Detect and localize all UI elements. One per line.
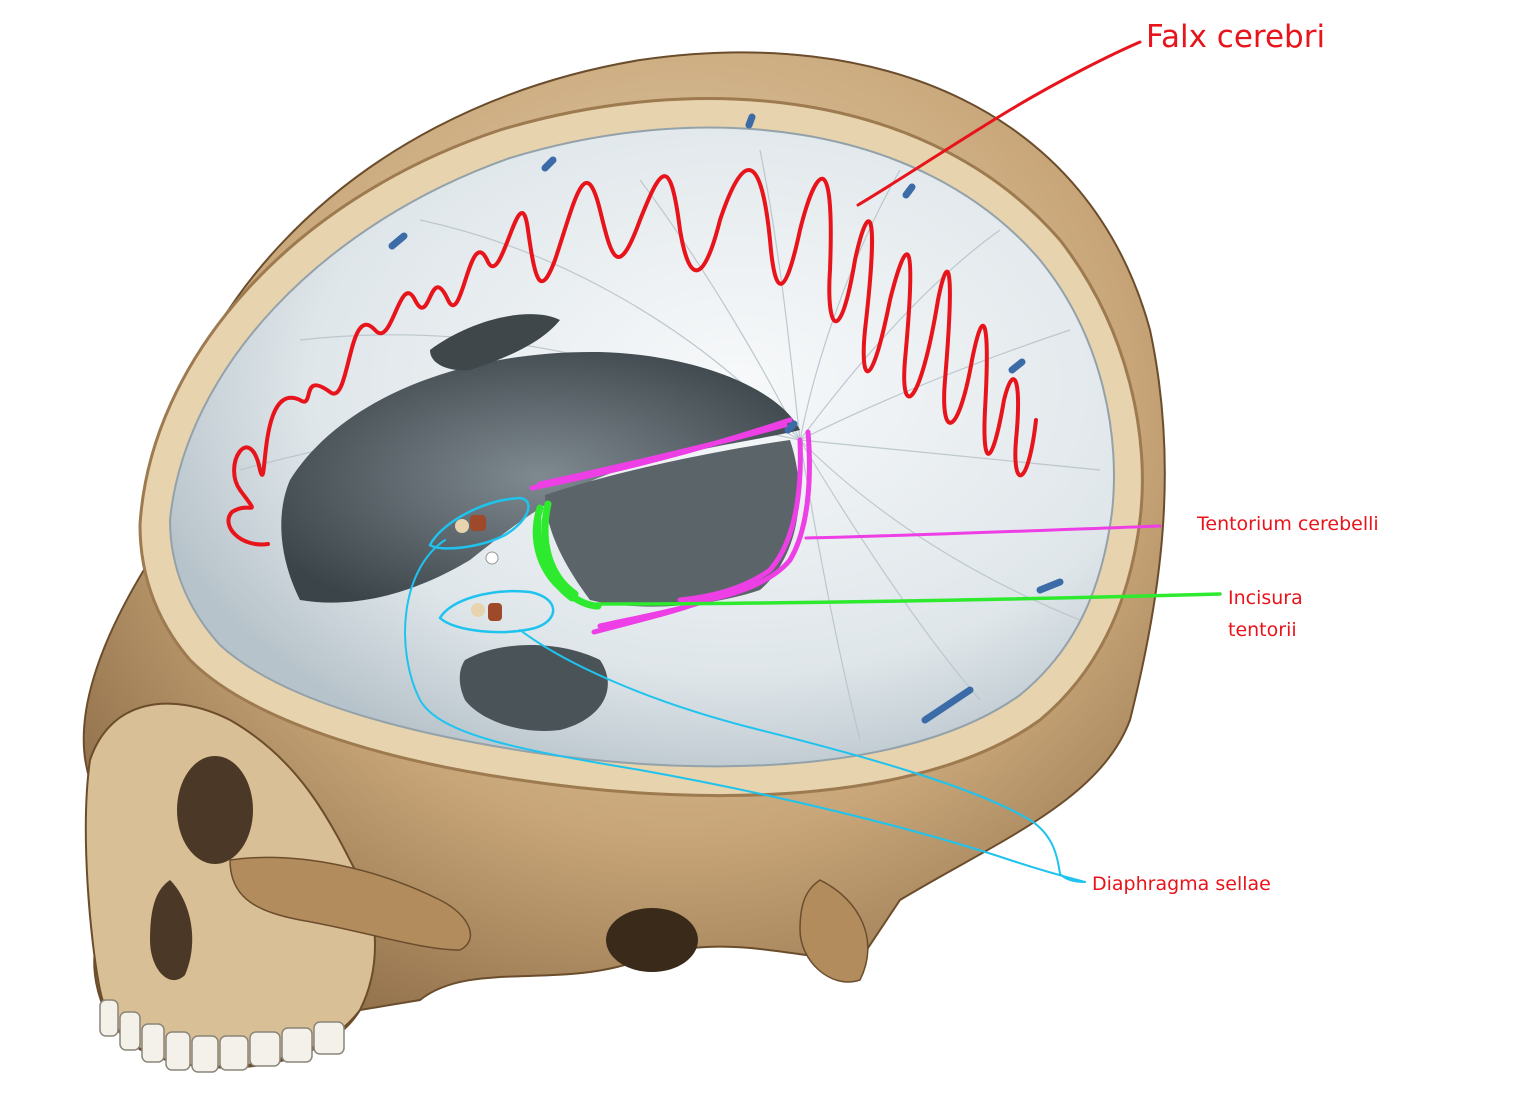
orbit	[177, 756, 253, 864]
temporal-fossa-dark	[459, 645, 608, 731]
label-falx-cerebri: Falx cerebri	[1146, 19, 1326, 55]
falx-cerebri-annotation	[226, 168, 1038, 547]
label-diaphragma-sellae: Diaphragma sellae	[1092, 873, 1271, 895]
label-incisura-line2: tentorii	[1228, 619, 1297, 641]
posterior-fossa-dark	[545, 440, 799, 607]
diaphragma-sellae-annotation-lower	[438, 590, 555, 634]
diaphragma-sellae-annotation-upper	[428, 496, 530, 550]
nasal-cavity	[150, 880, 193, 981]
falx-cerebri-leader	[856, 40, 1142, 207]
teeth	[99, 999, 345, 1073]
venous-openings	[388, 113, 1064, 724]
facial-bones	[84, 702, 376, 1068]
tentorium-cerebelli-annotation	[529, 417, 812, 635]
mastoid	[799, 879, 869, 983]
label-incisura-tentorii: Incisura tentorii	[1228, 582, 1303, 646]
anterior-fossa-dark	[430, 314, 560, 371]
diaphragma-sellae-leader-2	[519, 629, 1086, 883]
external-acoustic-meatus	[606, 908, 698, 972]
cerebral-fossa-dark	[281, 351, 800, 603]
incisura-tentorii-leader	[596, 592, 1222, 606]
incisura-tentorii-annotation	[532, 500, 602, 610]
sella-structures	[455, 515, 502, 621]
label-tentorium-cerebelli: Tentorium cerebelli	[1197, 513, 1379, 535]
label-incisura-line1: Incisura	[1228, 587, 1303, 609]
zygomatic-arch	[229, 856, 471, 951]
tentorium-cerebelli-leader	[804, 524, 1162, 540]
diaphragma-sellae-leader-1	[404, 539, 1086, 883]
